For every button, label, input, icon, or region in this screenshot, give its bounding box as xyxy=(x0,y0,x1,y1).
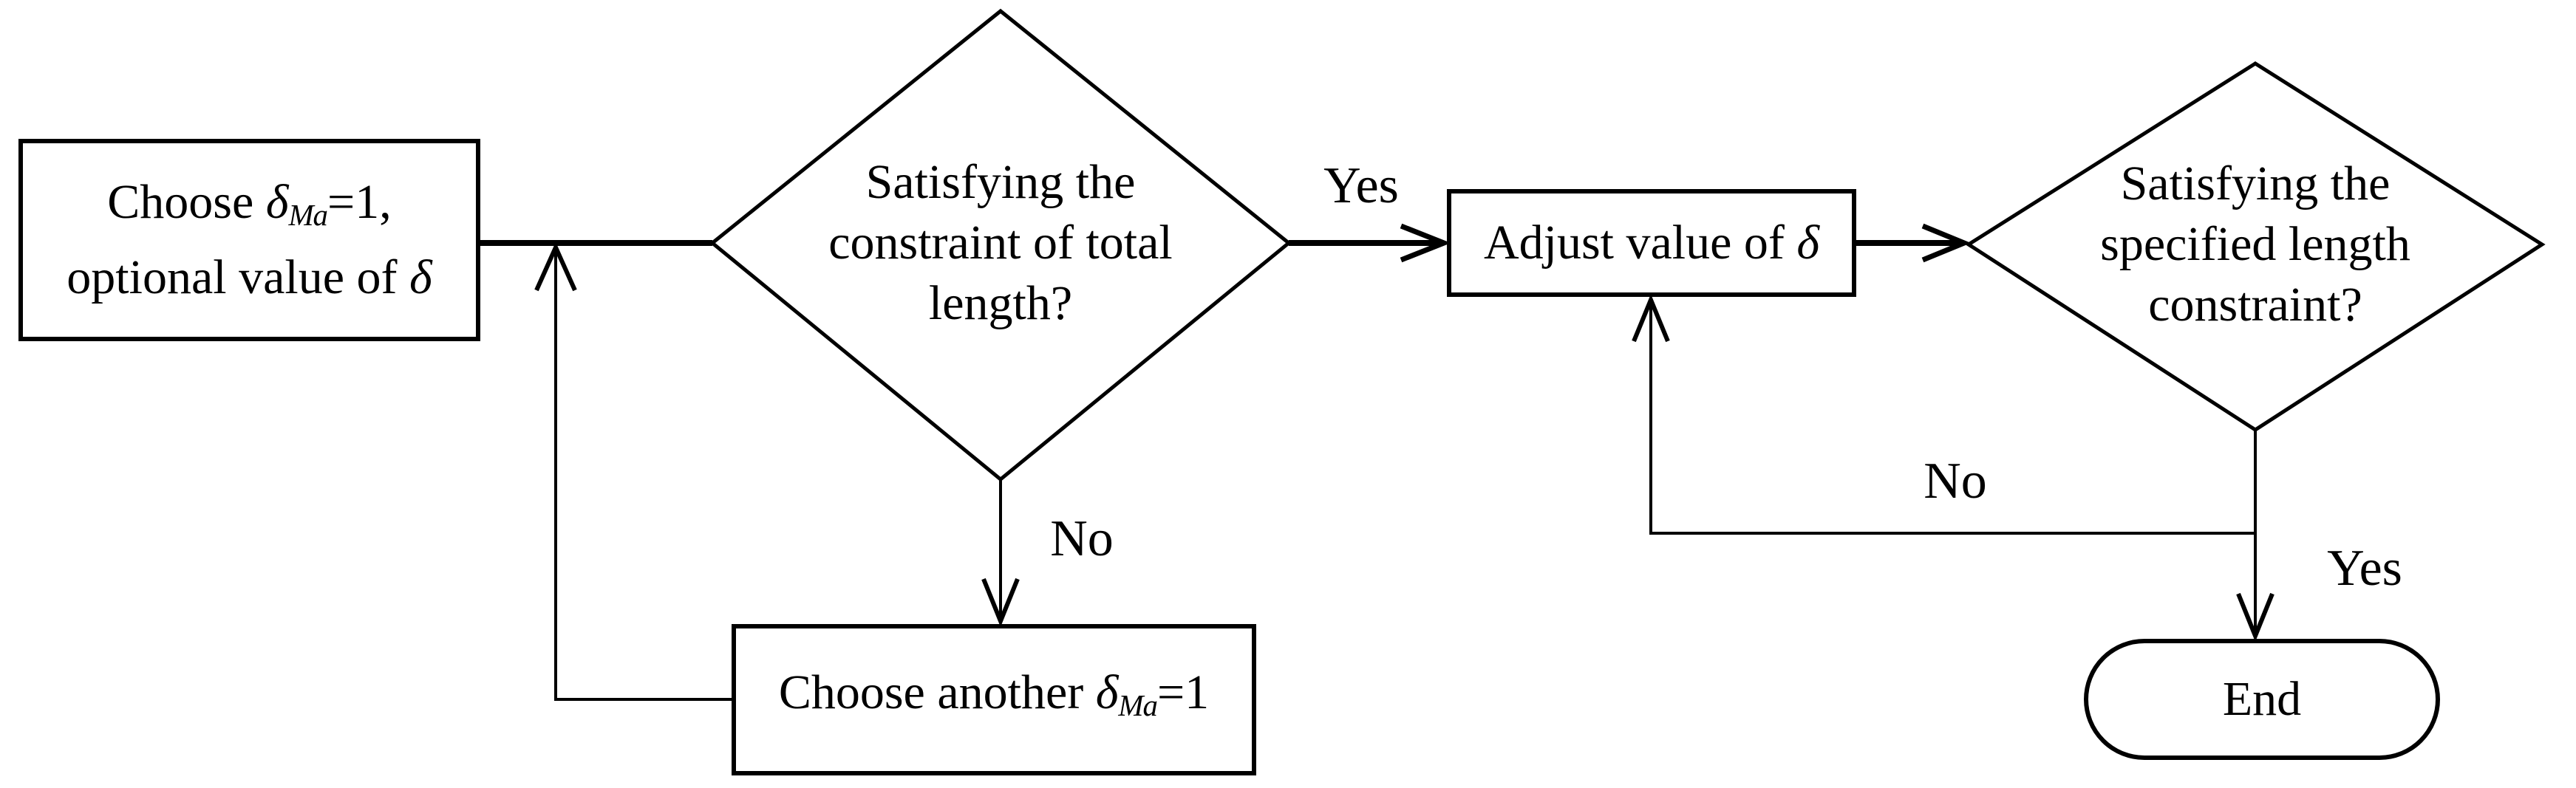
edge-label-no-specified: No xyxy=(1924,453,1987,510)
decision2-line1: Satisfying the xyxy=(2120,157,2391,210)
start-box-line1-tail: =1, xyxy=(327,174,392,229)
choose-another-delta: δ xyxy=(1095,665,1119,720)
edge-label-yes-total: Yes xyxy=(1323,157,1399,214)
choose-another-tail: =1 xyxy=(1156,665,1210,720)
decision2-line3: constraint? xyxy=(2148,278,2362,332)
arrowhead-down-into-end xyxy=(2236,592,2275,643)
start-box-line2: optional value of δ xyxy=(67,247,432,309)
choose-another-label: Choose another δMa=1 xyxy=(779,662,1209,737)
decision1-line1: Satisfying the xyxy=(865,155,1136,209)
start-box-line1-text: Choose xyxy=(107,174,266,229)
decision2-line2: specified length xyxy=(2100,217,2410,271)
arrowhead-right-into-decision2 xyxy=(1921,223,1972,263)
choose-another-box: Choose another δMa=1 xyxy=(732,624,1256,775)
decision-specified-length-text: Satisfying the specified length constrai… xyxy=(2100,154,2410,335)
adjust-value-delta: δ xyxy=(1796,216,1820,270)
start-box-line2-delta: δ xyxy=(409,250,432,305)
decision1-line2: constraint of total xyxy=(828,216,1173,270)
end-label: End xyxy=(2222,672,2302,726)
decision1-line3: length? xyxy=(928,276,1073,330)
edge-label-yes-specified: Yes xyxy=(2327,540,2402,597)
arrowhead-up-into-main-line xyxy=(534,241,577,292)
adjust-value-text: Adjust value of xyxy=(1483,216,1797,270)
edge-decision2-no-to-adjust xyxy=(1649,303,2255,535)
adjust-value-box: Adjust value of δ xyxy=(1447,189,1856,297)
start-box-line1: Choose δMa=1, xyxy=(107,171,391,247)
edge-label-no-total: No xyxy=(1050,510,1114,567)
arrowhead-right-into-adjust xyxy=(1400,223,1451,263)
end-terminal: End xyxy=(2084,639,2440,760)
choose-another-subscript: Ma xyxy=(1118,689,1158,723)
start-box-line2-text: optional value of xyxy=(67,250,410,305)
start-box-delta: δ xyxy=(265,174,289,229)
arrowhead-up-into-adjust xyxy=(1632,294,1670,343)
edge-choose-another-to-main-line xyxy=(554,246,732,701)
adjust-value-label: Adjust value of δ xyxy=(1484,212,1819,274)
start-box-subscript: Ma xyxy=(288,199,328,233)
start-box: Choose δMa=1, optional value of δ xyxy=(18,139,480,341)
choose-another-text: Choose another xyxy=(778,665,1096,720)
arrowhead-down-into-choose-another xyxy=(981,578,1020,628)
decision-total-length-text: Satisfying the constraint of total lengt… xyxy=(828,152,1173,334)
